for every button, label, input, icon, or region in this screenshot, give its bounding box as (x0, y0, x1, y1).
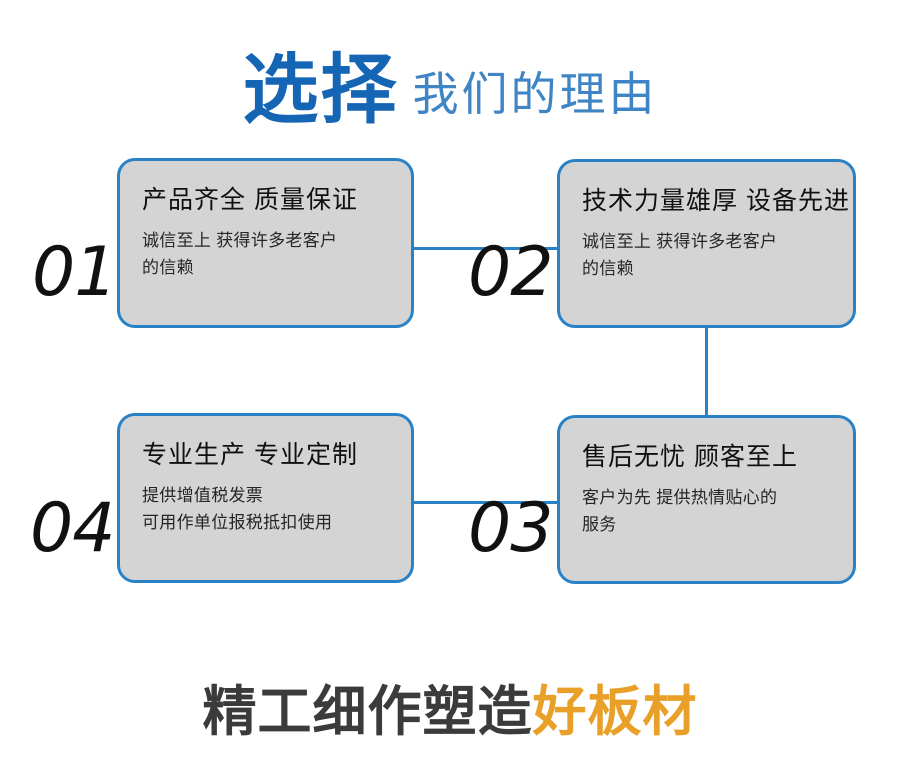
footer-slogan-accent: 好板材 (532, 682, 698, 742)
step-number-01: 01 (32, 233, 118, 312)
feature-card-02-body: 诚信至上 获得许多老客户 的信赖 (582, 228, 835, 282)
footer-slogan: 精工细作塑造好板材 (0, 667, 900, 746)
feature-card-03-body-line-2: 服务 (582, 514, 617, 534)
page-title: 选择我们的理由 (0, 28, 900, 138)
feature-card-01[interactable]: 产品齐全 质量保证 诚信至上 获得许多老客户 的信赖 (117, 158, 414, 328)
footer-slogan-primary: 精工细作塑造 (202, 682, 533, 742)
feature-card-04[interactable]: 专业生产 专业定制 提供增值税发票 可用作单位报税抵扣使用 (117, 413, 414, 583)
feature-card-04-body-line-1: 提供增值税发票 (142, 485, 264, 505)
feature-card-04-title: 专业生产 专业定制 (142, 441, 358, 469)
feature-card-03-title: 售后无忧 顾客至上 (582, 443, 798, 471)
step-number-03: 03 (468, 489, 554, 568)
feature-card-03-content: 售后无忧 顾客至上 客户为先 提供热情贴心的 服务 (560, 418, 853, 581)
feature-card-01-title: 产品齐全 质量保证 (142, 186, 358, 214)
feature-card-02[interactable]: 技术力量雄厚 设备先进 诚信至上 获得许多老客户 的信赖 (557, 159, 856, 328)
feature-card-04-body-line-2: 可用作单位报税抵扣使用 (142, 512, 333, 532)
step-number-02: 02 (468, 233, 554, 312)
feature-card-01-body-line-2: 的信赖 (142, 257, 194, 277)
feature-card-01-body: 诚信至上 获得许多老客户 的信赖 (142, 227, 393, 281)
feature-card-01-content: 产品齐全 质量保证 诚信至上 获得许多老客户 的信赖 (120, 161, 411, 325)
connector-line-01-to-02 (408, 247, 564, 250)
feature-card-04-content: 专业生产 专业定制 提供增值税发票 可用作单位报税抵扣使用 (120, 416, 411, 580)
feature-card-02-content: 技术力量雄厚 设备先进 诚信至上 获得许多老客户 的信赖 (560, 162, 853, 325)
connector-line-02-to-03 (705, 325, 708, 417)
feature-card-03-body-line-1: 客户为先 提供热情贴心的 (582, 487, 778, 507)
feature-card-01-body-line-1: 诚信至上 获得许多老客户 (142, 230, 338, 250)
feature-card-04-body: 提供增值税发票 可用作单位报税抵扣使用 (142, 482, 393, 536)
step-number-04: 04 (30, 489, 116, 568)
feature-card-03[interactable]: 售后无忧 顾客至上 客户为先 提供热情贴心的 服务 (557, 415, 856, 584)
page-title-subtext: 我们的理由 (412, 68, 658, 120)
feature-card-02-body-line-1: 诚信至上 获得许多老客户 (582, 231, 778, 251)
feature-card-02-title: 技术力量雄厚 设备先进 (582, 187, 850, 215)
feature-card-03-body: 客户为先 提供热情贴心的 服务 (582, 484, 835, 538)
page-title-emphasis: 选择 (242, 48, 399, 133)
connector-line-04-to-03 (408, 501, 564, 504)
feature-card-02-body-line-2: 的信赖 (582, 258, 634, 278)
